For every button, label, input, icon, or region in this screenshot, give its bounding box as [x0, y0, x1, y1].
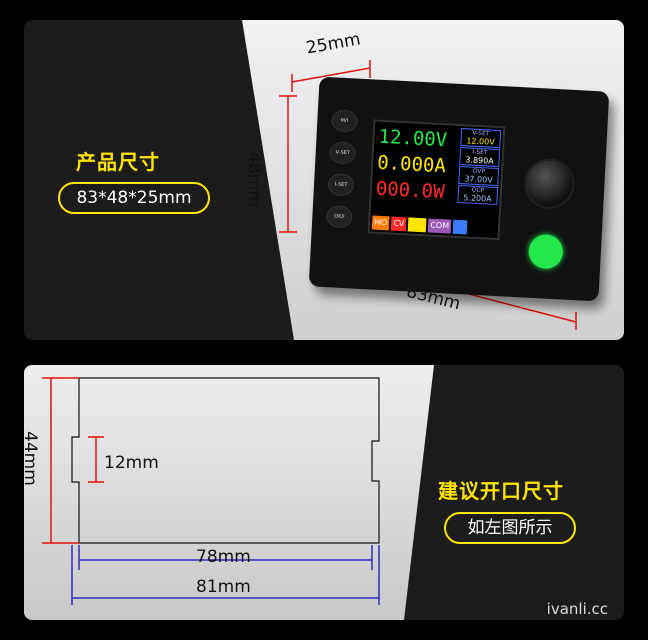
outer-width-label: 81mm	[196, 577, 251, 597]
lcd-screen: 12.00V 0.000A 000.0W V-SET 12.00V I-SET …	[367, 119, 506, 241]
setting-cell: V-SET 12.00V	[460, 128, 502, 149]
notch-height-label: 12mm	[104, 453, 159, 473]
setting-value: 5.200A	[463, 193, 492, 204]
cutout-size-panel: 44mm 12mm 78mm 81mm 建议开口尺寸 如左图所示	[24, 365, 624, 620]
power-supply-device: M/I V-SET I-SET OK/I 12.00V 0.000A 000.0…	[308, 76, 610, 302]
height-dimension-label: 48mm	[244, 152, 264, 207]
cutout-diagram	[42, 377, 380, 605]
setting-cell: OCP 5.200A	[457, 184, 499, 206]
status-mode: MO	[371, 215, 390, 231]
status-cv: CV	[390, 216, 407, 232]
status-bar: MO CV COM	[371, 215, 495, 236]
setting-cell: I-SET 3.890A	[459, 147, 501, 168]
watermark: ivanli.cc	[546, 600, 608, 618]
button-ok[interactable]: OK/I	[325, 205, 353, 229]
product-size-title: 产品尺寸	[76, 150, 160, 174]
button-menu[interactable]: M/I	[330, 109, 358, 133]
size-pill: 83*48*25mm	[58, 182, 210, 214]
cutout-height-label: 44mm	[24, 431, 40, 486]
voltage-readout: 12.00V	[378, 125, 448, 152]
panel-light-background	[24, 365, 434, 620]
setting-value: 3.890A	[465, 155, 494, 166]
button-i-set[interactable]: I-SET	[327, 173, 355, 197]
current-readout: 0.000A	[376, 151, 447, 178]
product-size-panel: 产品尺寸 83*48*25mm 25mm 48mm 83mm M/I V-SET…	[24, 20, 624, 340]
setting-value: 12.00V	[466, 136, 495, 147]
setting-value: 37.00V	[464, 174, 493, 185]
button-v-set[interactable]: V-SET	[329, 141, 357, 165]
settings-column: V-SET 12.00V I-SET 3.890A OVP 37.00V OCP…	[457, 128, 502, 206]
cutout-subtitle-pill: 如左图所示	[444, 512, 576, 544]
power-readout: 000.0W	[375, 177, 446, 204]
lock-icon	[452, 219, 468, 235]
cutout-title: 建议开口尺寸	[438, 479, 564, 503]
speaker-icon	[407, 217, 427, 233]
setting-cell: OVP 37.00V	[458, 165, 500, 187]
status-com: COM	[427, 218, 452, 234]
inner-width-label: 78mm	[196, 547, 251, 567]
cutout-outline	[71, 377, 380, 544]
